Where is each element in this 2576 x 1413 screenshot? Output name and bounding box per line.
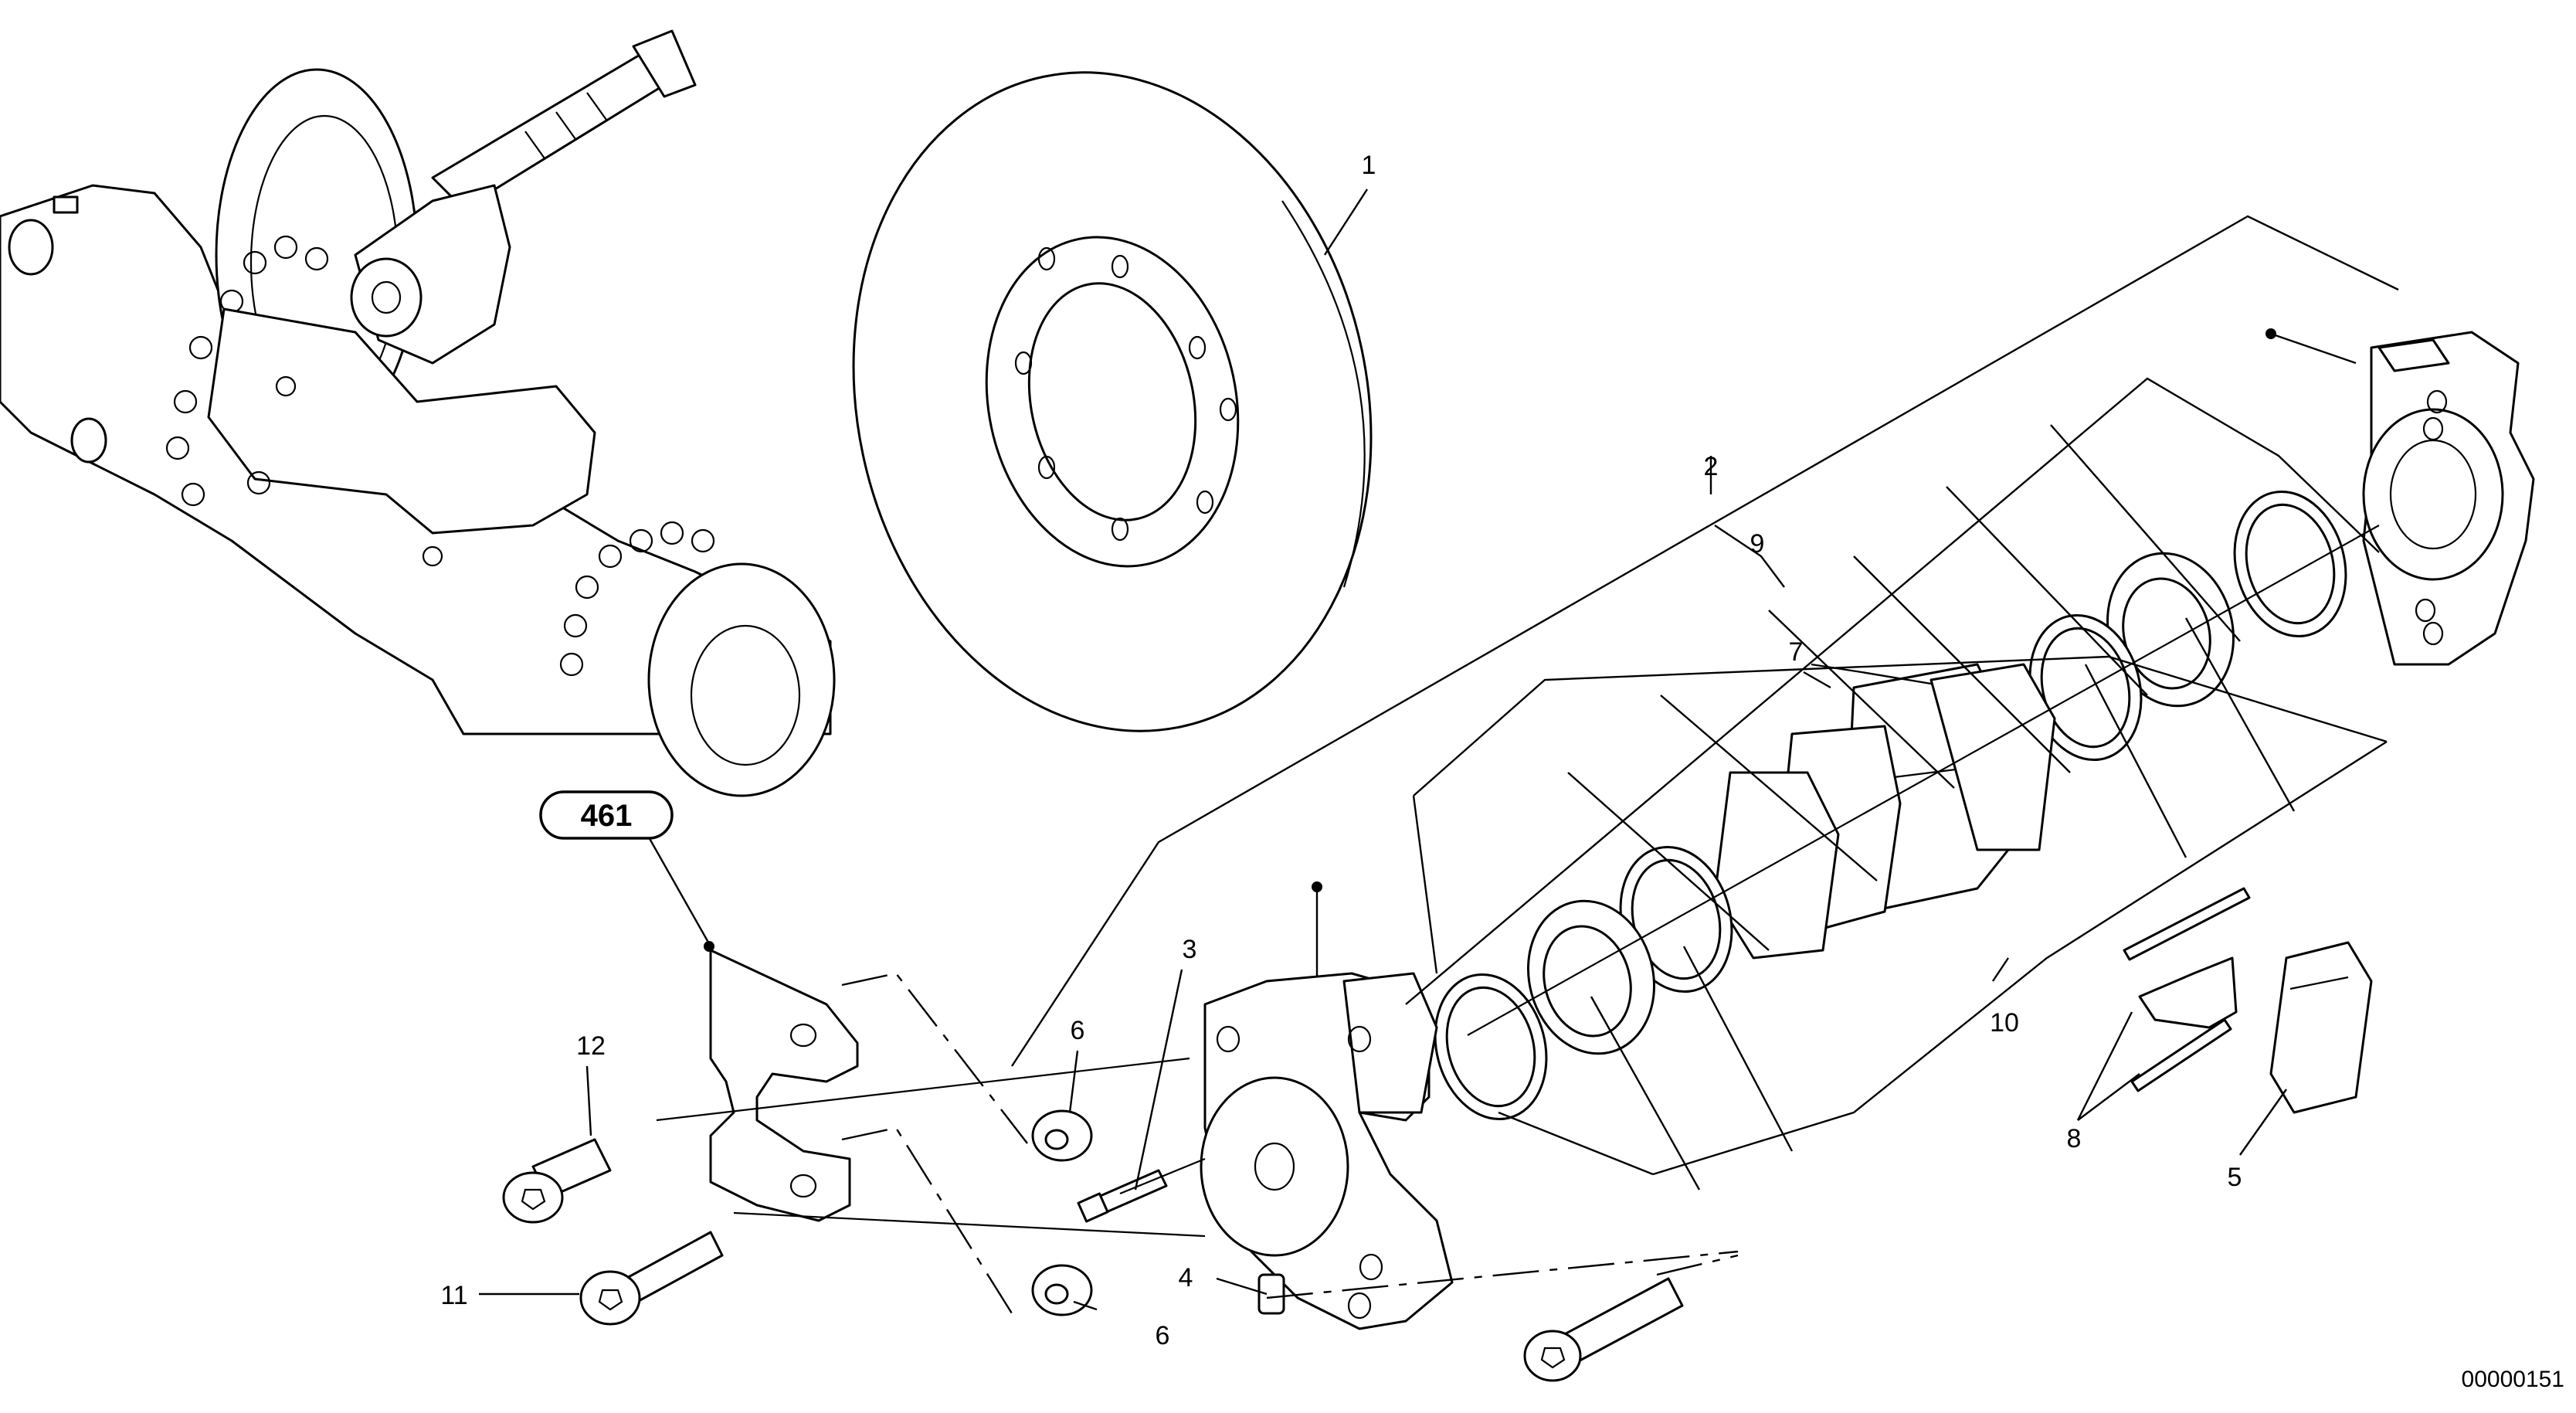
- long-bolt: [579, 1231, 724, 1326]
- callout-1: 1: [1362, 151, 1376, 180]
- callout-10: 10: [1990, 1008, 2019, 1038]
- callout-2: 2: [1704, 452, 1719, 481]
- upper-rings: [2028, 490, 2347, 762]
- pad-spring: [2269, 941, 2373, 1114]
- plug: [1257, 1273, 1285, 1315]
- short-bolt: [502, 1138, 612, 1224]
- callout-12: 12: [576, 1031, 606, 1061]
- callout-3: 3: [1183, 935, 1197, 964]
- reference-group-label: 461: [581, 799, 633, 833]
- lower-calliper-half: [1200, 972, 1454, 1330]
- lower-rings: [1434, 845, 1733, 1121]
- assembly-lines: [656, 972, 1739, 1314]
- upper-calliper-half: [2362, 331, 2535, 666]
- callout-6-lower: 6: [1156, 1321, 1170, 1350]
- hub-bolts-right: [559, 521, 715, 677]
- brake-pads: [1713, 663, 2056, 960]
- group-2-bracket: [1010, 215, 2399, 1067]
- group-9-bracket: [1405, 377, 2380, 1005]
- retaining-pins: [2123, 887, 2251, 1092]
- callout-7: 7: [1789, 637, 1804, 667]
- reference-dot: [704, 941, 714, 952]
- reference-group-badge[interactable]: 461: [539, 790, 674, 840]
- reference-dot: [1312, 881, 1322, 892]
- bleeder-screw: [1077, 1169, 1168, 1223]
- disc-bolt-holes: [1014, 246, 1237, 542]
- brake-disc: [852, 71, 1373, 732]
- reference-dot: [2265, 328, 2276, 339]
- drawing-number: 00000151: [2462, 1367, 2564, 1392]
- callout-11: 11: [440, 1281, 467, 1310]
- group-10-bracket: [1412, 617, 2388, 1191]
- mounting-bracket: [709, 949, 859, 1222]
- callout-5: 5: [2228, 1163, 2242, 1192]
- callout-leaders: [479, 189, 2357, 1311]
- callout-8: 8: [2067, 1124, 2082, 1153]
- calliper-bolt: [1523, 1277, 1684, 1382]
- callout-9: 9: [1750, 529, 1765, 559]
- callout-labels: 1 2 9 7 3 6 10 12 8 5 4 11 6: [440, 151, 2242, 1350]
- axle-assembly: [0, 29, 836, 797]
- callout-6-upper: 6: [1071, 1016, 1085, 1045]
- callout-4: 4: [1179, 1263, 1193, 1292]
